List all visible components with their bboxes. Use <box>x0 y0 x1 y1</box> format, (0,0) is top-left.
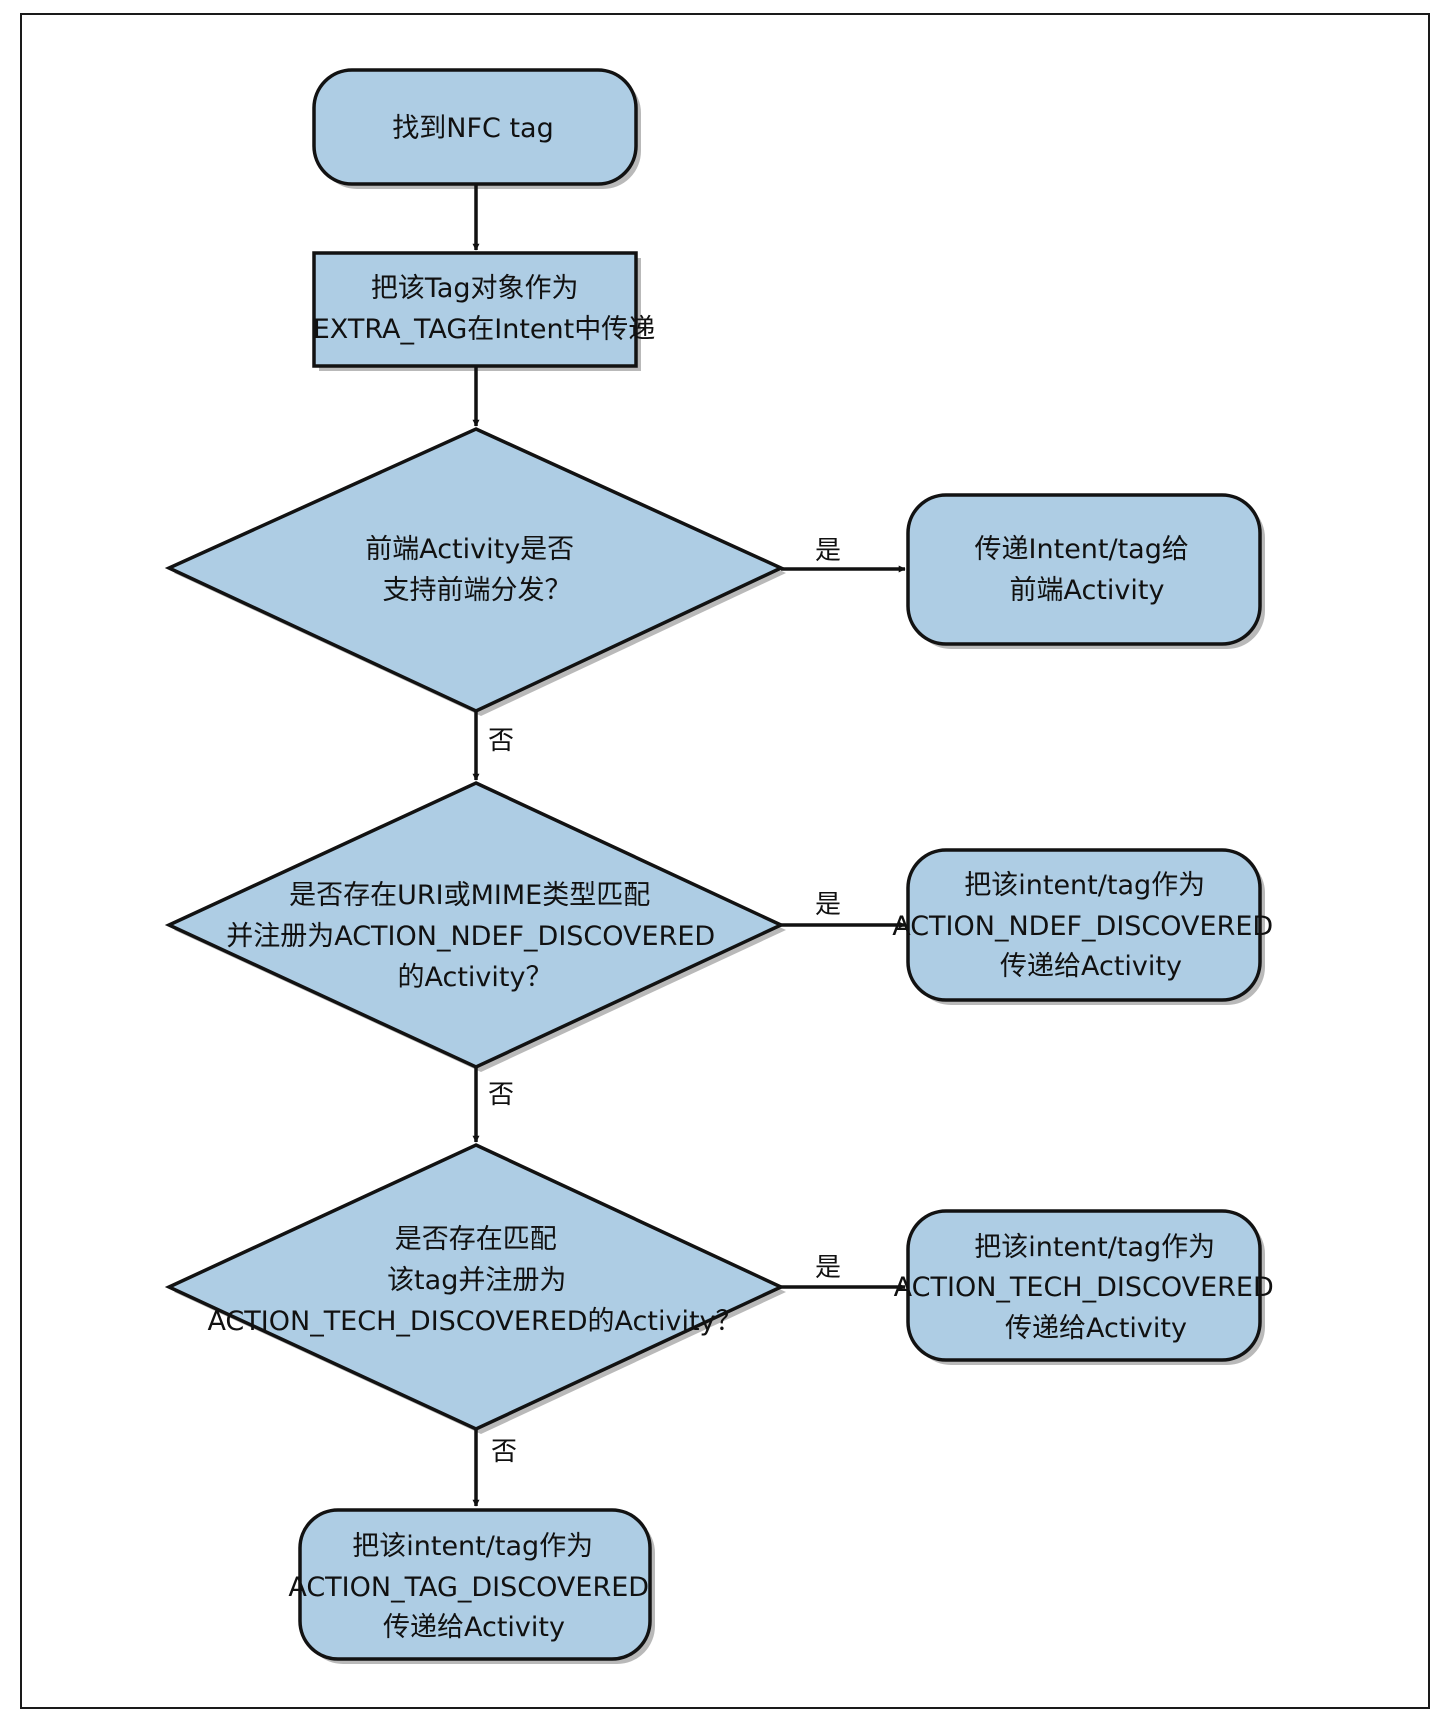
decision-tech-line-3: ACTION_TECH_DISCOVERED的Activity？ <box>207 1306 742 1337</box>
edge-label-yes-3: 是 <box>815 1253 841 1283</box>
edge-label-no-3: 否 <box>491 1437 517 1467</box>
node-labels: 找到NFC tag 把该Tag对象作为 EXTRA_TAG在Intent中传递 … <box>207 113 1283 1643</box>
decision-tech-line-1: 是否存在匹配 <box>395 1224 557 1255</box>
edge-label-no-1: 否 <box>488 726 514 756</box>
start-node-line-1: 找到NFC tag <box>392 113 553 144</box>
edge-label-yes-1: 是 <box>815 536 841 566</box>
pass-tag-line-2: ACTION_TAG_DISCOVERED <box>288 1572 649 1603</box>
nodes <box>164 68 1262 1661</box>
decision-ndef-label: 是否存在URI或MIME类型匹配 并注册为ACTION_NDEF_DISCOVE… <box>226 880 724 993</box>
pass-ndef-line-3: 传递给Activity <box>1000 951 1182 982</box>
pass-ndef-label: 把该intent/tag作为 ACTION_NDEF_DISCOVERED 传递… <box>892 870 1282 982</box>
pass-foreground-line-2: 前端Activity <box>1010 575 1165 606</box>
extra-tag-node <box>312 251 638 368</box>
decision-ndef-line-1: 是否存在URI或MIME类型匹配 <box>289 880 650 911</box>
pass-tag-line-3: 传递给Activity <box>383 1612 565 1643</box>
edges <box>472 185 906 1507</box>
extra-tag-line-2: EXTRA_TAG在Intent中传递 <box>313 314 656 345</box>
decision-tech-line-2: 该tag并注册为 <box>387 1265 566 1296</box>
edge-label-yes-2: 是 <box>815 890 841 920</box>
extra-tag-line-1: 把该Tag对象作为 <box>371 273 579 304</box>
pass-ndef-line-2: ACTION_NDEF_DISCOVERED <box>892 911 1273 942</box>
pass-tech-line-1: 把该intent/tag作为 <box>974 1232 1215 1263</box>
pass-tech-node <box>906 1209 1262 1362</box>
pass-tech-label: 把该intent/tag作为 ACTION_TECH_DISCOVERED 传递… <box>894 1232 1283 1344</box>
pass-foreground-label: 传递Intent/tag给 前端Activity <box>975 534 1198 606</box>
decision-ndef-node <box>164 781 786 1069</box>
decision-foreground-label: 前端Activity是否 支持前端分发？ <box>365 534 583 606</box>
extra-tag-node-label: 把该Tag对象作为 EXTRA_TAG在Intent中传递 <box>313 273 656 345</box>
start-node-label: 找到NFC tag <box>392 113 553 144</box>
decision-foreground-line-2: 支持前端分发？ <box>383 575 572 606</box>
pass-tech-line-3: 传递给Activity <box>1005 1313 1187 1344</box>
pass-foreground-line-1: 传递Intent/tag给 <box>975 534 1189 565</box>
pass-tag-label: 把该intent/tag作为 ACTION_TAG_DISCOVERED 传递给… <box>288 1531 657 1643</box>
pass-ndef-line-1: 把该intent/tag作为 <box>964 870 1205 901</box>
pass-foreground-node <box>906 493 1262 646</box>
decision-ndef-line-2: 并注册为ACTION_NDEF_DISCOVERED <box>226 921 715 952</box>
pass-tag-line-1: 把该intent/tag作为 <box>352 1531 593 1562</box>
decision-foreground-line-1: 前端Activity是否 <box>365 534 574 565</box>
edge-label-no-2: 否 <box>488 1080 514 1110</box>
diagram-frame <box>20 13 1430 1709</box>
decision-foreground-node <box>164 427 786 713</box>
start-node <box>312 68 638 186</box>
edge-labels: 是 否 是 否 是 否 <box>488 536 841 1467</box>
decision-tech-label: 是否存在匹配 该tag并注册为 ACTION_TECH_DISCOVERED的A… <box>207 1224 742 1337</box>
pass-tech-line-2: ACTION_TECH_DISCOVERED <box>894 1272 1274 1303</box>
decision-ndef-line-3: 的Activity？ <box>398 962 553 993</box>
pass-tag-node <box>298 1508 652 1661</box>
decision-tech-node <box>164 1143 786 1431</box>
pass-ndef-node <box>906 848 1262 1002</box>
